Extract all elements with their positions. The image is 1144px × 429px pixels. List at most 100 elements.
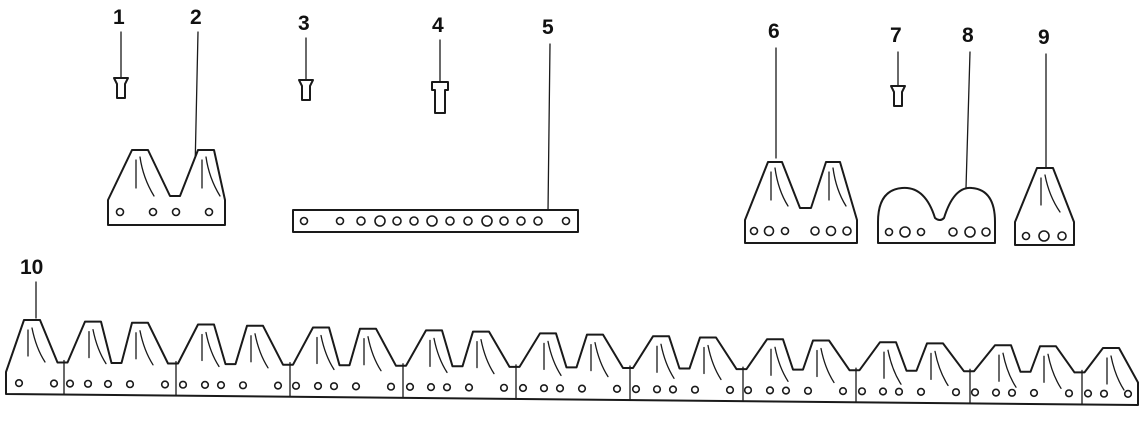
rivet-hole — [313, 381, 323, 391]
rivet-hole — [916, 387, 926, 397]
double-knife-section-2 — [107, 149, 226, 226]
rivet-hole — [499, 383, 509, 392]
label-10-text: 10 — [20, 256, 43, 279]
double-knife-section-6 — [744, 161, 858, 244]
rivet-hole — [200, 380, 210, 390]
rivet-hole — [631, 385, 641, 394]
tooth-rib — [476, 338, 495, 375]
rivet-hole — [781, 386, 791, 395]
label-6-text: 6 — [768, 20, 780, 43]
leader-line-2 — [194, 31, 199, 171]
tooth-rib — [883, 349, 902, 385]
part-label-8: 8 — [962, 24, 974, 189]
rivet-hole — [857, 387, 867, 396]
rivet-hole — [1083, 389, 1093, 398]
tooth-rib — [1106, 355, 1125, 391]
rivet-hole — [539, 384, 549, 393]
label-4-text: 4 — [432, 14, 444, 37]
rivet-hole — [518, 383, 528, 393]
tooth-rib — [201, 331, 220, 368]
part-label-9: 9 — [1038, 26, 1050, 169]
rivet-hole — [652, 385, 662, 394]
rivet-hole — [103, 379, 113, 389]
tooth-rib — [135, 330, 154, 366]
rivet-hole — [1123, 389, 1133, 399]
rivet-hole — [426, 383, 436, 392]
rivet-hole — [951, 388, 961, 397]
tooth-rib — [930, 350, 949, 387]
rivet-hole — [160, 380, 170, 389]
countersunk-rivet-3 — [298, 79, 314, 101]
rivet-hole — [386, 382, 396, 391]
rivet-hole — [49, 379, 59, 388]
rivet-hole — [178, 380, 188, 389]
tooth-rib — [429, 337, 448, 374]
rivet-hole — [1099, 389, 1109, 398]
rivet-hole — [14, 379, 24, 388]
rivet-hole — [83, 379, 93, 388]
rivet-hole — [1029, 388, 1039, 398]
flat-head-bolt-4 — [431, 81, 449, 114]
label-9-text: 9 — [1038, 26, 1050, 49]
label-5-text: 5 — [542, 16, 554, 39]
tooth-rib — [703, 344, 722, 381]
countersunk-rivet-1 — [113, 77, 129, 99]
rivet-hole — [1007, 388, 1017, 397]
rivet-hole — [351, 382, 361, 391]
label-1-text: 1 — [113, 6, 125, 29]
label-3-text: 3 — [298, 12, 310, 35]
rivet-hole — [577, 384, 587, 393]
single-knife-section-9 — [1014, 167, 1075, 246]
rivet-hole — [612, 384, 622, 394]
rivet-hole — [878, 387, 888, 396]
rivet-hole — [970, 388, 980, 397]
rivet-hole — [690, 385, 700, 394]
rivet-hole — [464, 383, 474, 392]
rivet-hole — [1064, 389, 1074, 398]
rivet-hole — [329, 382, 339, 391]
tooth-rib — [656, 343, 675, 379]
rivet-hole — [725, 385, 735, 395]
part-label-7: 7 — [890, 24, 902, 87]
rivet-hole — [442, 383, 452, 392]
tooth-rib — [316, 334, 335, 371]
part-label-4: 4 — [432, 14, 444, 83]
rivet-hole — [405, 382, 415, 392]
tooth-rib — [250, 333, 269, 369]
tooth-rib — [363, 336, 382, 372]
tooth-rib — [1043, 353, 1062, 389]
rivet-hole — [125, 380, 135, 389]
label-8-text: 8 — [962, 24, 974, 47]
knife-bar-assembly-10 — [5, 319, 1139, 406]
rivet-hole — [668, 385, 678, 394]
tooth-rib — [88, 328, 107, 365]
leader-line-8 — [965, 51, 971, 189]
rivet-hole — [555, 384, 565, 393]
rivet-hole — [65, 379, 75, 388]
part-label-1: 1 — [113, 6, 125, 79]
rivet-hole — [238, 381, 248, 390]
perforated-strip-5 — [292, 209, 579, 233]
leader-line-5 — [547, 43, 551, 213]
tooth-rib — [998, 352, 1017, 388]
tooth-rib — [27, 327, 46, 363]
rivet-hole — [894, 387, 904, 396]
part-label-10: 10 — [20, 256, 43, 319]
part-label-5: 5 — [542, 16, 554, 213]
tooth-rib — [590, 341, 609, 378]
part-label-3: 3 — [298, 12, 310, 81]
tooth-rib — [770, 346, 789, 382]
part-label-2: 2 — [190, 6, 202, 171]
countersunk-rivet-7 — [890, 85, 906, 107]
rivet-hole — [991, 388, 1001, 397]
rivet-hole — [273, 381, 283, 390]
part-label-6: 6 — [768, 20, 780, 159]
rivet-hole — [291, 381, 301, 390]
rivet-hole — [216, 381, 226, 390]
rivet-hole — [743, 386, 753, 395]
smooth-double-section-8 — [877, 186, 996, 244]
rivet-hole — [838, 387, 848, 396]
rivet-hole — [765, 386, 775, 395]
label-2-text: 2 — [190, 6, 202, 29]
